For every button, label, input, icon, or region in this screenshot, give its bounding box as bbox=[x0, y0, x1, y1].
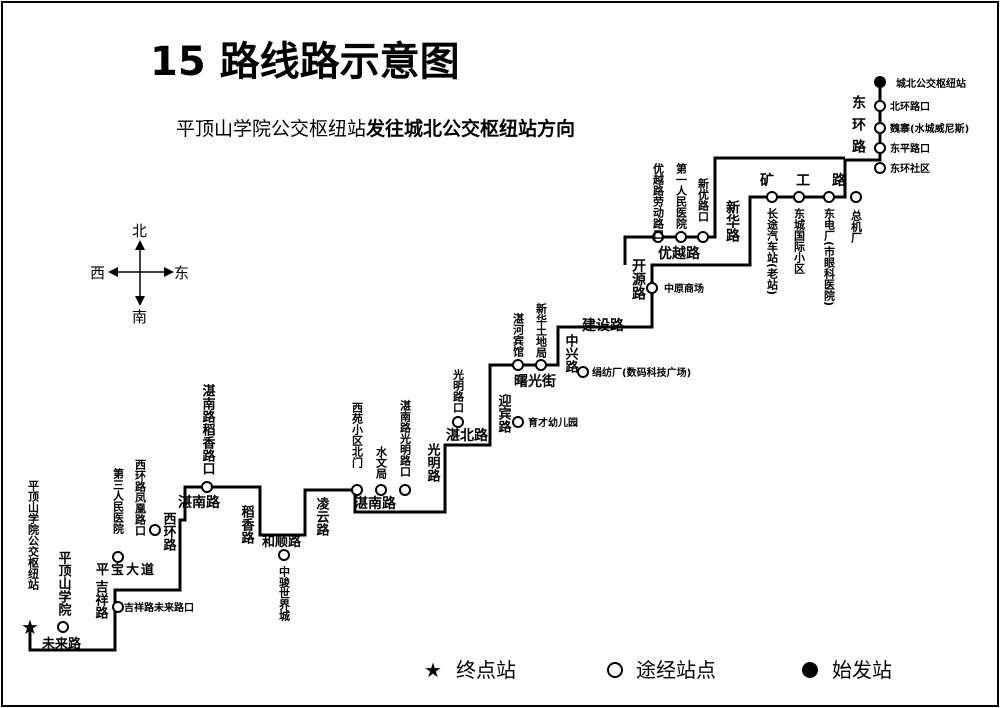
stop-diyiyiyuan bbox=[675, 231, 687, 243]
road-zhanbei: 湛北路 bbox=[446, 427, 489, 444]
label-xihuan-fenghuang: 西环路凤凰路口 bbox=[134, 459, 147, 537]
compass-west: 西 bbox=[90, 264, 105, 282]
road-zhannan-west: 湛南路 bbox=[178, 494, 221, 511]
label-disan-yiyuan: 第三人民医院 bbox=[112, 467, 125, 535]
label-zhongyuan: 中原商场 bbox=[664, 282, 704, 295]
road-heshun: 和顺路 bbox=[262, 534, 302, 550]
road-shuguang: 曙光街 bbox=[514, 373, 556, 390]
stop-xinhua-tudi bbox=[535, 359, 547, 371]
road-jixiang: 吉祥路 bbox=[93, 580, 109, 619]
stop-zhannan-daoxiang bbox=[201, 481, 213, 493]
label-zhannan-daoxiang: 湛南路稻香路口 bbox=[200, 383, 217, 475]
label-zhannan-guangming: 湛南路光明路口 bbox=[399, 399, 413, 478]
road-zhannan-east: 湛南路 bbox=[354, 495, 397, 512]
label-shuiwen: 水文局 bbox=[375, 445, 389, 480]
label-diyiyiyuan: 第一人民医院 bbox=[675, 162, 688, 230]
compass-north: 北 bbox=[132, 222, 147, 240]
route-line-upper-step bbox=[623, 156, 845, 265]
label-juanfang: 绢纺厂(数码科技广场) bbox=[592, 366, 691, 379]
stop-dongping bbox=[874, 142, 886, 154]
compass-south: 南 bbox=[132, 308, 147, 326]
stop-juanfang bbox=[577, 366, 589, 378]
stop-xiyuan bbox=[351, 484, 363, 496]
route-line bbox=[28, 82, 882, 652]
label-youyue-laodong: 优越路劳动路口 bbox=[652, 162, 666, 241]
label-xiyuan: 西苑小区北门 bbox=[351, 402, 365, 469]
label-dongping: 东平路口 bbox=[890, 142, 930, 155]
stop-dongcheng bbox=[793, 191, 805, 203]
label-guangming: 光明路口 bbox=[452, 368, 466, 414]
label-dongcheng: 东城国际小区 bbox=[793, 207, 807, 275]
label-xinhua-tudi: 新华土地局 bbox=[535, 302, 549, 359]
stop-dongdianchang bbox=[823, 191, 835, 203]
legend-star-icon: ★ bbox=[424, 658, 442, 682]
road-donghuan: 东环路 bbox=[850, 94, 866, 161]
label-yucai: 育才幼儿园 bbox=[528, 416, 578, 429]
stop-zhongjun bbox=[278, 549, 290, 561]
road-kuanggong: 矿工路 bbox=[760, 172, 868, 189]
stop-shuiwen bbox=[375, 484, 387, 496]
legend-filled-circle-icon bbox=[802, 662, 818, 678]
road-lingyun: 凌云路 bbox=[314, 496, 330, 536]
road-xihuan: 西环路 bbox=[161, 512, 177, 551]
map-title: 15 路线路示意图 bbox=[150, 39, 460, 85]
label-xinyou: 新优路口 bbox=[697, 177, 710, 223]
road-yingbin: 迎宾路 bbox=[496, 393, 512, 433]
stop-zhannan-guangming bbox=[399, 484, 411, 496]
stop-donghuan bbox=[874, 162, 886, 174]
compass-arrowheads bbox=[108, 240, 174, 306]
label-zhongjun: 中骏世界城 bbox=[278, 565, 291, 622]
stop-changtu bbox=[766, 191, 778, 203]
legend-open-circle-icon bbox=[607, 662, 623, 678]
stop-origin-chengbei bbox=[874, 76, 886, 88]
stop-jixiang-weilai bbox=[112, 601, 124, 613]
stop-guangming bbox=[452, 416, 464, 428]
road-daoxiang: 稻香路 bbox=[239, 504, 256, 544]
label-terminal: 平顶山学院公交枢纽站 bbox=[27, 480, 40, 591]
label-dongdianchang: 东电厂(市眼科医院) bbox=[823, 207, 836, 306]
stop-yucai bbox=[512, 416, 524, 428]
map-subtitle: 平顶山学院公交枢纽站发往城北公交枢纽站方向 bbox=[176, 117, 575, 140]
road-xinhua: 新华路 bbox=[724, 199, 740, 242]
legend-terminal-label: 终点站 bbox=[456, 658, 516, 682]
stop-zhanhe bbox=[512, 359, 524, 371]
label-pingdingshan-xueyuan: 平顶山学院 bbox=[56, 551, 72, 617]
subtitle-origin: 平顶山学院公交枢纽站 bbox=[176, 118, 366, 140]
label-jixiang-weilai: 吉祥路未来路口 bbox=[124, 601, 194, 614]
stop-youyue-laodong bbox=[652, 231, 664, 243]
road-weilai: 未来路 bbox=[41, 636, 82, 652]
label-beihuan: 北环路口 bbox=[890, 100, 930, 113]
label-zongjichang: 总机厂 bbox=[850, 209, 863, 244]
legend: ★ 终点站 途经站点 始发站 bbox=[424, 658, 892, 682]
label-changtu: 长途汽车站(老站) bbox=[766, 207, 780, 295]
compass-rose: 北 南 东 西 bbox=[90, 222, 189, 326]
label-chengbei: 城北公交枢纽站 bbox=[896, 77, 966, 90]
road-guangminglu: 光明路 bbox=[425, 442, 442, 482]
road-zhongxing: 中兴路 bbox=[563, 333, 579, 373]
compass-east: 东 bbox=[174, 264, 189, 282]
stop-disan-yiyuan bbox=[112, 551, 124, 563]
label-donghuan: 东环社区 bbox=[890, 162, 930, 175]
stop-xinyou bbox=[697, 231, 709, 243]
road-pingbao: 平宝大道 bbox=[96, 562, 156, 578]
road-kaiyuan: 开源路 bbox=[630, 258, 646, 300]
road-youyue: 优越路 bbox=[658, 245, 701, 262]
terminal-star-icon: ★ bbox=[21, 615, 39, 639]
stop-pingdingshan-xueyuan bbox=[57, 621, 69, 633]
stop-xihuan-fenghuang bbox=[149, 524, 161, 536]
label-weizhai: 魏寨(水城威尼斯) bbox=[889, 122, 969, 135]
stop-zhongyuan bbox=[646, 282, 658, 294]
stop-weizhai bbox=[874, 122, 886, 134]
legend-origin-label: 始发站 bbox=[832, 658, 892, 682]
stop-beihuan bbox=[874, 100, 886, 112]
stop-zongjichang bbox=[850, 191, 862, 203]
label-zhanhe: 湛河宾馆 bbox=[512, 312, 525, 358]
legend-stop-label: 途经站点 bbox=[636, 658, 716, 682]
stops: ★ bbox=[21, 76, 886, 639]
subtitle-direction: 发往城北公交枢纽站方向 bbox=[365, 117, 575, 140]
road-jianshe: 建设路 bbox=[582, 317, 625, 334]
